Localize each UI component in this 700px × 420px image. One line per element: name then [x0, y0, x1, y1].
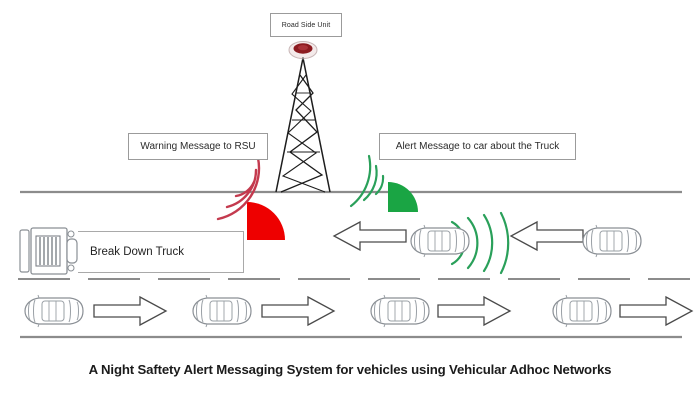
scene-vector-layer	[18, 41, 693, 339]
middle-lane-car-2	[582, 224, 642, 258]
middle-lane-arrow-1	[333, 221, 407, 251]
bottom-lane-arrow-3	[437, 296, 511, 326]
green-arc-car-3	[482, 213, 494, 273]
warning-message-label: Warning Message to RSU	[128, 133, 268, 160]
red-signal-cone	[247, 202, 285, 240]
red-arc-2	[225, 168, 258, 209]
road-side-unit-label: Road Side Unit	[270, 13, 342, 37]
green-arc-tower-2	[362, 164, 378, 202]
green-arc-tower-3	[349, 154, 372, 208]
bottom-lane-traffic	[24, 294, 693, 328]
rsu-antenna-dish-icon	[288, 41, 318, 60]
figure-caption: A Night Saftety Alert Messaging System f…	[0, 352, 700, 420]
diagram-scene: Break Down Truck Road Side Unit Warning …	[18, 13, 693, 339]
bottom-lane-arrow-2	[261, 296, 335, 326]
bottom-lane-arrow-1	[93, 296, 167, 326]
green-alert-signal-group	[349, 154, 510, 275]
bottom-lane-car-3	[370, 294, 430, 328]
green-signal-cone	[388, 182, 418, 212]
breakdown-truck-glyph	[19, 227, 78, 275]
bottom-lane-car-4	[552, 294, 612, 328]
alert-message-label: Alert Message to car about the Truck	[379, 133, 576, 160]
breakdown-truck-label: Break Down Truck	[78, 231, 244, 273]
bottom-lane-arrow-4	[619, 296, 693, 326]
green-arc-car-4	[499, 211, 510, 275]
bottom-lane-car-2	[192, 294, 252, 328]
green-arc-car-2	[466, 216, 479, 270]
red-warning-signal-group	[216, 156, 285, 240]
bottom-lane-car-1	[24, 294, 84, 328]
middle-lane-car-1	[410, 224, 470, 258]
red-arc-3	[216, 156, 261, 221]
figure-caption-text: A Night Saftety Alert Messaging System f…	[88, 362, 612, 377]
roadside-unit-tower	[275, 41, 331, 193]
green-arc-tower-1	[374, 174, 385, 196]
road-surface	[18, 190, 690, 339]
middle-lane-arrow-2	[510, 221, 584, 251]
middle-lane-traffic	[333, 221, 642, 258]
